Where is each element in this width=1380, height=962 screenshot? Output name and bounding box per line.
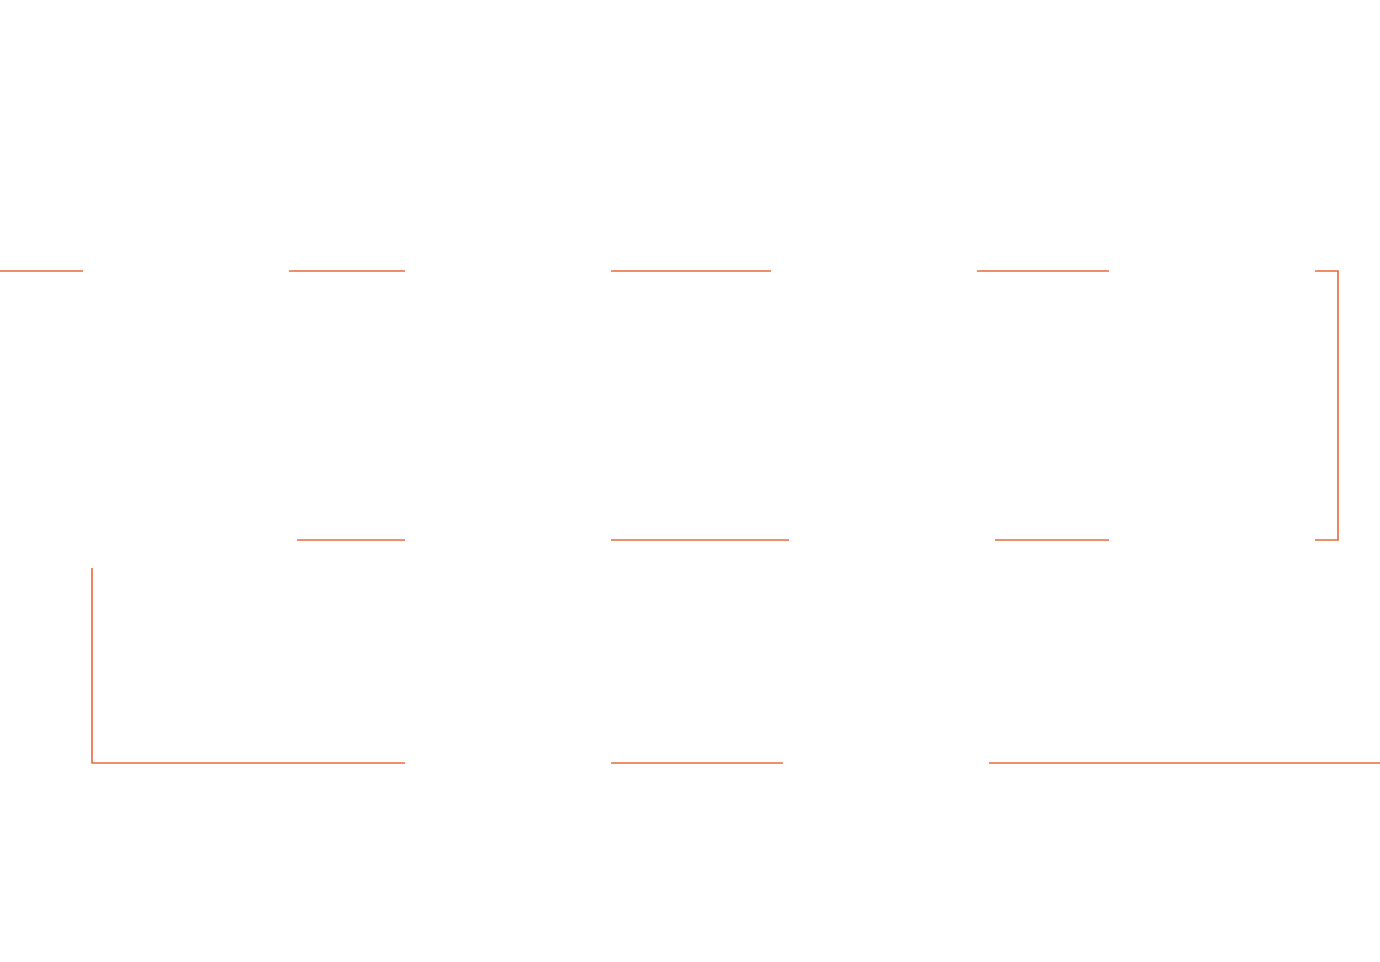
connector-lines (0, 270, 1380, 764)
connector-right-bracket (1315, 270, 1339, 541)
connector-bottom-left-elbow (91, 568, 405, 764)
